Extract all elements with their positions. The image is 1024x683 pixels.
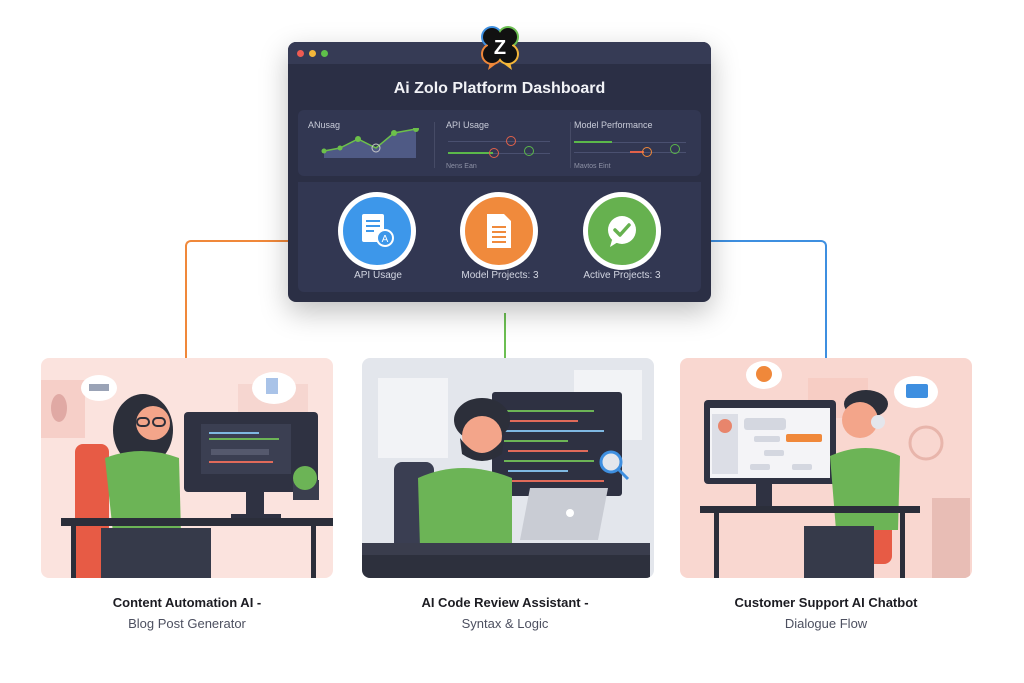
- zolo-logo-icon: Z: [481, 26, 519, 70]
- card-content-automation[interactable]: [41, 358, 333, 578]
- card-subtitle: Blog Post Generator: [128, 616, 246, 631]
- card-title: AI Code Review Assistant -: [421, 595, 589, 610]
- connector-orange: [185, 240, 321, 370]
- caption-content-automation: Content Automation AI - Blog Post Genera…: [37, 595, 337, 631]
- svg-text:A: A: [382, 234, 389, 245]
- connector-blue: [680, 240, 827, 370]
- stat-label-model-projects: Model Projects: 3: [461, 270, 539, 281]
- stat-api-usage-button[interactable]: A: [338, 192, 416, 270]
- connector-green: [504, 313, 506, 369]
- svg-text:Z: Z: [494, 37, 506, 59]
- caption-code-review: AI Code Review Assistant - Syntax & Logi…: [355, 595, 655, 631]
- customer-support-illustration: [700, 361, 970, 578]
- metric-usage-chart: ANusag: [308, 110, 433, 176]
- card-title: Customer Support AI Chatbot: [734, 595, 918, 610]
- metric-api-usage: API Usage Nens Ean: [446, 110, 566, 176]
- metric-sub: Mavtos Eint: [574, 163, 611, 170]
- metric-model-performance: Model Performance Mavtos Eint: [574, 110, 694, 176]
- card-subtitle: Syntax & Logic: [461, 616, 549, 631]
- close-dot-icon[interactable]: [297, 50, 304, 57]
- metric-label: Model Performance: [574, 120, 653, 130]
- usage-line-chart: [321, 128, 419, 158]
- chat-check-icon: [608, 216, 636, 247]
- document-api-icon: A: [362, 214, 394, 247]
- code-review-illustration: [362, 370, 650, 578]
- stat-model-projects-button[interactable]: [460, 192, 538, 270]
- stat-label-active-projects: Active Projects: 3: [583, 270, 661, 281]
- document-icon: [487, 214, 511, 248]
- caption-customer-support: Customer Support AI Chatbot Dialogue Flo…: [676, 595, 976, 631]
- metric-label: ANusag: [308, 120, 341, 130]
- card-code-review[interactable]: [362, 358, 654, 578]
- card-customer-support[interactable]: [680, 358, 972, 578]
- maximize-dot-icon[interactable]: [321, 50, 328, 57]
- content-automation-illustration: [41, 372, 333, 578]
- minimize-dot-icon[interactable]: [309, 50, 316, 57]
- metrics-panel: ANusag API Usage Nens Ean Model Performa…: [298, 110, 701, 176]
- metric-label: API Usage: [446, 120, 490, 130]
- dashboard-title: Ai Zolo Platform Dashboard: [393, 80, 606, 97]
- dashboard-window: Ai Zolo Platform Dashboard ANusag API Us…: [288, 42, 711, 302]
- card-subtitle: Dialogue Flow: [784, 616, 868, 631]
- card-title: Content Automation AI -: [112, 595, 262, 610]
- stat-label-api-usage: API Usage: [354, 270, 402, 281]
- metric-sub: Nens Ean: [446, 163, 477, 170]
- stat-active-projects-button[interactable]: [583, 192, 661, 270]
